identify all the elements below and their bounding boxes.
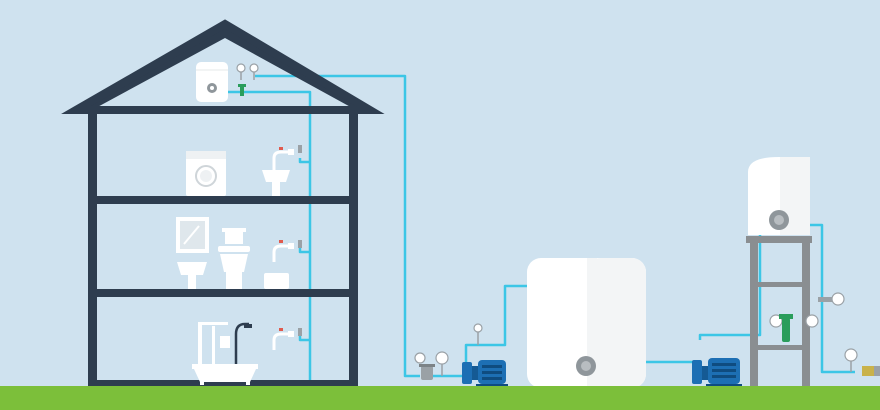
house-ceiling bbox=[88, 106, 358, 114]
mirror-icon bbox=[176, 217, 209, 253]
floor-slab-3 bbox=[88, 289, 358, 297]
water-pump-icon bbox=[462, 360, 508, 387]
water-tower-icon bbox=[746, 157, 812, 388]
pipe-house-riser bbox=[220, 90, 312, 380]
house bbox=[61, 19, 385, 388]
pipe-riser-floor4 bbox=[298, 336, 310, 342]
bathtub-icon bbox=[192, 364, 258, 385]
valve-icon bbox=[238, 84, 246, 96]
storage-tank-icon bbox=[527, 258, 646, 388]
ground bbox=[0, 386, 880, 410]
house-base bbox=[88, 380, 358, 388]
sink-icon bbox=[264, 273, 289, 289]
faucet-icon bbox=[272, 145, 302, 170]
pipe-boiler-to-pump bbox=[255, 74, 420, 378]
filter-icon bbox=[419, 364, 435, 380]
pipe-pump1-to-tank bbox=[430, 284, 528, 378]
washing-machine-icon bbox=[186, 151, 226, 196]
pressure-gauge-icon bbox=[236, 63, 259, 80]
pipe-network bbox=[220, 74, 855, 380]
house-wall-left bbox=[88, 108, 97, 388]
house-roof bbox=[76, 24, 370, 110]
filter-icon bbox=[862, 366, 880, 376]
shower-icon bbox=[198, 322, 252, 366]
water-pump-icon bbox=[692, 358, 742, 387]
boiler-icon bbox=[196, 62, 228, 102]
pipe-pump2-to-tower bbox=[698, 185, 762, 340]
floor-slab-2 bbox=[88, 196, 358, 204]
sink-icon bbox=[262, 170, 290, 196]
sink-icon bbox=[177, 262, 207, 289]
house-wall-right bbox=[349, 108, 358, 388]
pipe-riser-floor2 bbox=[298, 158, 310, 164]
valve-icon bbox=[779, 314, 793, 342]
faucet-icon bbox=[272, 328, 302, 350]
pressure-gauge-icon bbox=[414, 323, 483, 376]
faucet-icon bbox=[272, 240, 302, 262]
pipe-riser-floor3 bbox=[298, 248, 310, 254]
toilet-icon bbox=[218, 228, 250, 289]
